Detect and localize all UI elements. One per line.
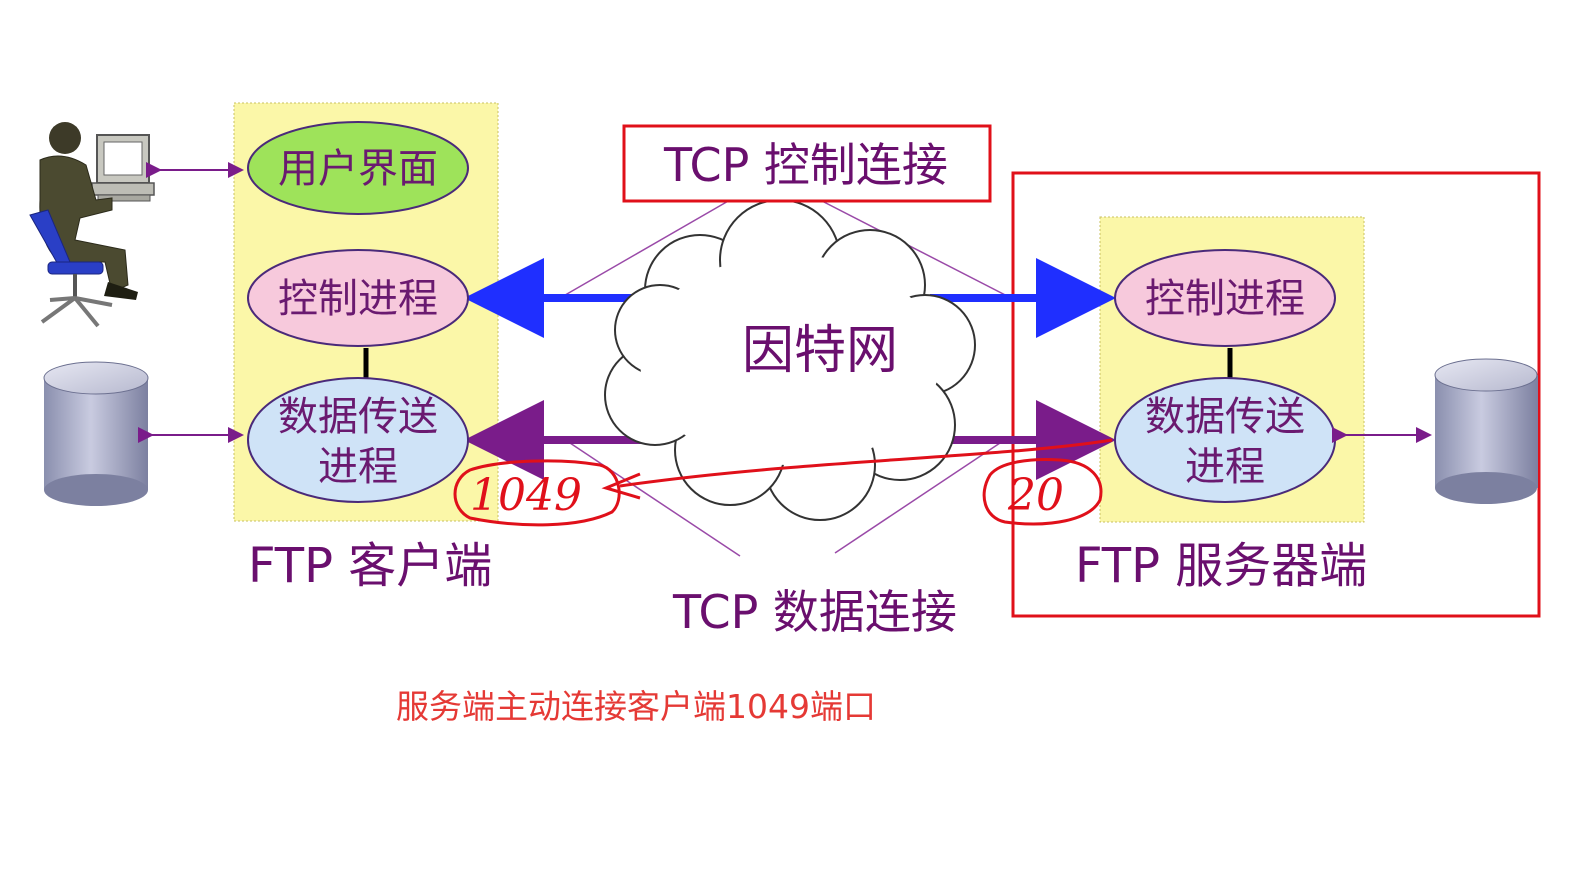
- server-title: FTP 服务器端: [1075, 538, 1367, 594]
- client-port-label: 1049: [470, 470, 582, 521]
- client-database-icon: [43, 361, 149, 506]
- client-ui-node: [247, 121, 469, 215]
- internet-label: 因特网: [742, 321, 898, 381]
- internet-cloud-icon: [604, 199, 976, 521]
- tcp-control-label: TCP 控制连接: [663, 138, 948, 192]
- handwritten-annotations: 1049 20: [453, 438, 1113, 527]
- annotation-note: 服务端主动连接客户端1049端口: [396, 687, 876, 726]
- client-ui-label: 用户界面: [278, 146, 438, 192]
- server-control-label: 控制进程: [1145, 276, 1305, 322]
- server-control-node: [1114, 249, 1336, 347]
- client-control-node: [247, 249, 469, 347]
- client-data-label-2: 进程: [318, 444, 398, 490]
- server-port-circle: [982, 458, 1103, 526]
- server-data-label-2: 进程: [1185, 444, 1265, 490]
- server-data-label-1: 数据传送: [1145, 394, 1305, 440]
- client-port-circle: [453, 459, 621, 527]
- server-highlight-box: [1011, 171, 1541, 618]
- client-data-node: [247, 377, 469, 503]
- handwritten-connect-arrow: [619, 438, 1113, 488]
- server-port-label: 20: [1007, 470, 1064, 521]
- tcp-data-label: TCP 数据连接: [672, 585, 957, 639]
- user-at-computer-icon: [29, 122, 155, 328]
- client-data-label-1: 数据传送: [278, 394, 438, 440]
- tcp-control-label-box: [622, 124, 992, 203]
- client-control-label: 控制进程: [278, 276, 438, 322]
- client-title: FTP 客户端: [248, 538, 492, 594]
- server-database-icon: [1434, 358, 1538, 504]
- connection-leader-lines: [559, 199, 1016, 557]
